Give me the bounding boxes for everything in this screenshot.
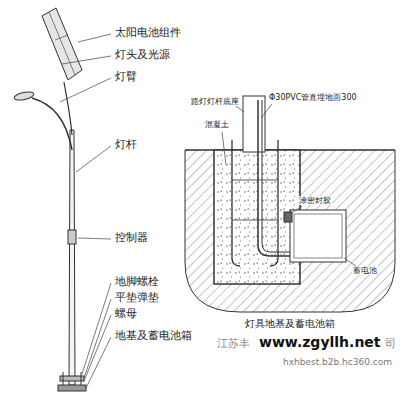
part-label: Φ30PVC管直埋地面300 [268,93,358,102]
part-label: 平垫弹垫 [114,292,160,305]
watermark: 江苏丰 [216,338,251,351]
leader-lines [60,34,111,388]
part-label: 涂密封胶 [298,196,332,205]
part-label: 灯臂 [114,71,138,84]
part-label: 地基及蓄电池箱 [114,330,193,343]
figure-caption: 灯具地基及蓄电池箱 [244,318,336,330]
watermark: 司 [384,338,397,351]
part-label: 螺母 [114,308,138,321]
part-label: 控制器 [114,232,149,245]
part-label: 混凝土 [204,120,230,129]
part-label: 路灯灯杆底座 [190,97,240,106]
watermark: hxhbest.b2b.hc360.com [282,357,393,367]
part-label: 灯杆 [114,139,138,152]
part-label: 灯头及光源 [114,49,171,62]
part-label: 地脚螺栓 [114,276,160,289]
leader-lines [222,104,356,266]
foundation-section [185,96,395,312]
street-light [13,8,86,391]
part-label: 蓄电池 [352,266,378,275]
watermark: www.zgyllh.net [258,334,382,350]
part-label: 太阳电池组件 [114,27,182,40]
